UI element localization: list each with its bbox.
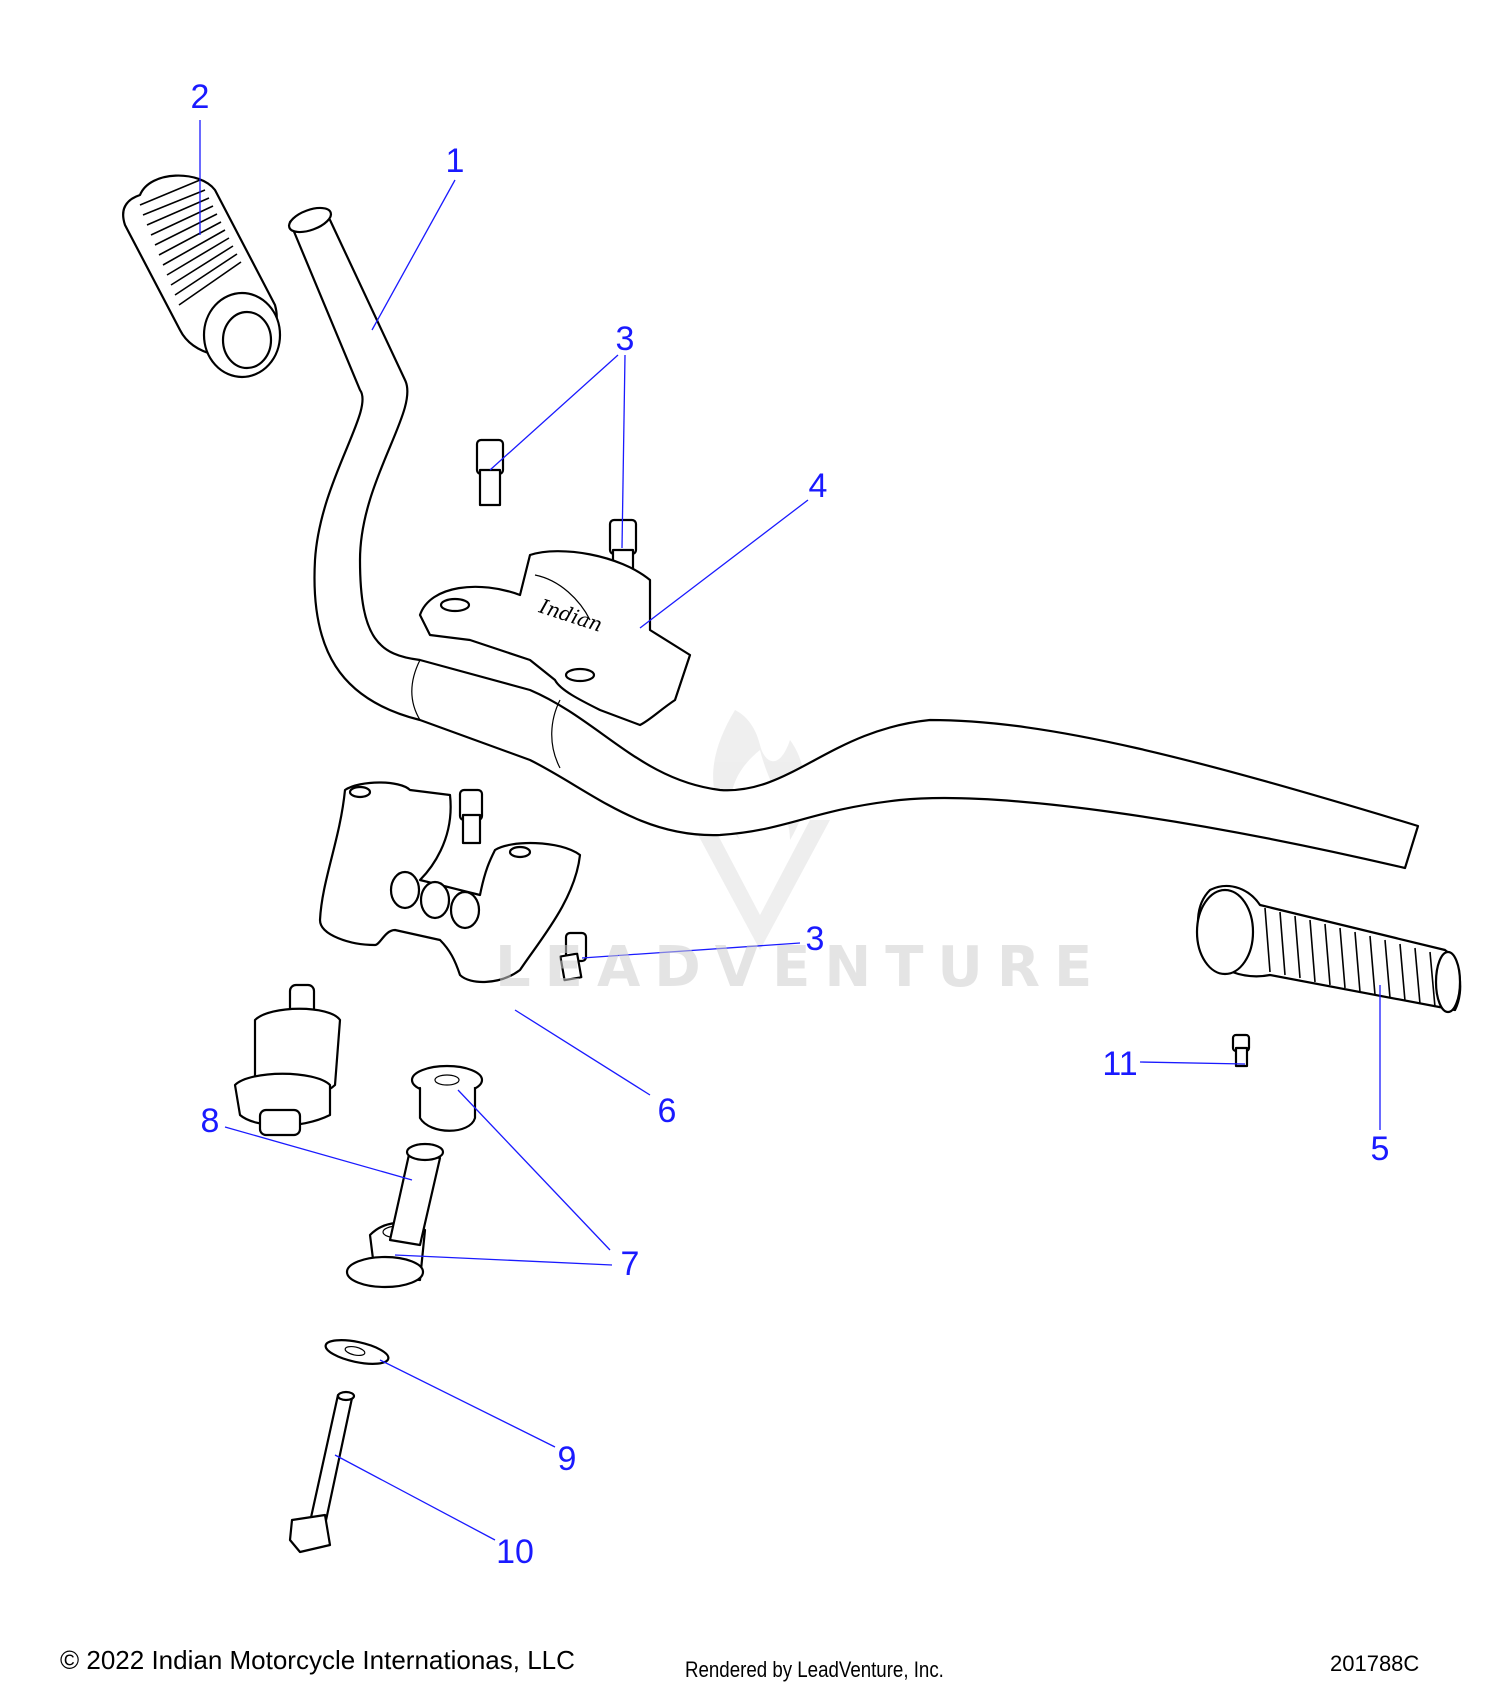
watermark-text: LEADVENTURE: [495, 935, 1107, 1000]
leader-9: [379, 1359, 556, 1448]
riser-isolator: [233, 983, 342, 1137]
callout-5: 5: [1371, 1130, 1390, 1168]
left-grip: [122, 174, 282, 379]
callout-7: 7: [621, 1245, 640, 1283]
callout-6: 6: [658, 1092, 677, 1130]
leader-4: [639, 499, 809, 629]
leader-8: [224, 1126, 413, 1181]
bushing-upper: [410, 1064, 484, 1132]
leader-3a: [489, 354, 619, 471]
callout-8: 8: [201, 1102, 220, 1140]
leadventure-flame-logo-icon: [690, 710, 830, 950]
leader-3c: [581, 942, 801, 959]
riser-mounting-bolt: [288, 1390, 356, 1554]
leader-7b: [394, 1254, 613, 1266]
callout-labels: 1 2 3 4 3 5 6 7 8 9 10 11: [191, 78, 1390, 1571]
leader-10: [334, 1454, 496, 1541]
riser-bolt-upper: [458, 788, 484, 845]
callout-1: 1: [446, 142, 465, 180]
callout-9: 9: [558, 1440, 577, 1478]
drawing-number: 201788C: [1330, 1651, 1420, 1676]
leader-lines: [199, 120, 1381, 1541]
callout-2: 2: [191, 78, 210, 116]
callout-3-upper: 3: [616, 320, 635, 358]
leader-6: [514, 1009, 651, 1096]
copyright-notice: © 2022 Indian Motorcycle Internationas, …: [60, 1645, 575, 1675]
top-clamp-bolt-left: [475, 438, 505, 507]
riser-bolt-lower: [559, 931, 588, 982]
rendered-by-credit: Rendered by LeadVenture, Inc.: [685, 1657, 944, 1682]
grip-screw: [1231, 1033, 1251, 1068]
spacer-sleeve: [388, 1142, 445, 1247]
top-clamp: Indian: [418, 550, 692, 727]
callout-10: 10: [496, 1533, 534, 1571]
leader-11: [1139, 1061, 1246, 1065]
washer: [324, 1339, 390, 1365]
leader-1: [371, 179, 456, 331]
callout-4: 4: [809, 467, 828, 505]
callout-11: 11: [1102, 1045, 1137, 1083]
right-grip: [1195, 884, 1462, 1014]
handlebar: [287, 206, 1420, 870]
leader-7a: [457, 1089, 611, 1251]
handlebar-riser: [318, 781, 582, 984]
leader-3b: [621, 354, 626, 549]
callout-3-lower: 3: [806, 920, 825, 958]
